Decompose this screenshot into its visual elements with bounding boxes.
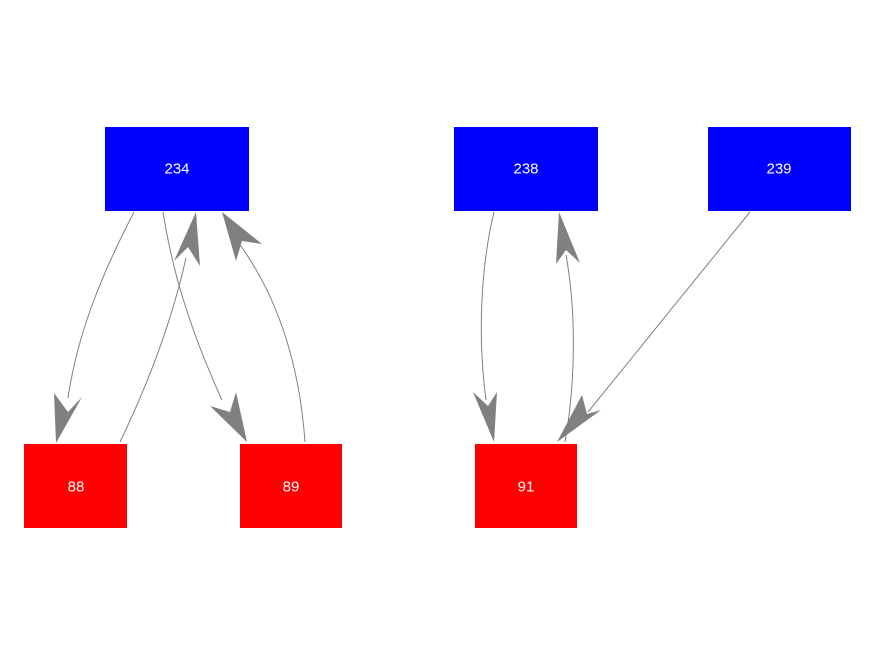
node-label: 91 [518, 479, 535, 496]
edge-239-to-91 [557, 211, 751, 442]
node-91: 91 [475, 444, 577, 528]
node-88: 88 [24, 444, 127, 528]
node-label: 234 [164, 161, 189, 178]
node-label: 239 [766, 161, 791, 178]
arrowhead [222, 212, 262, 261]
node-239: 239 [708, 127, 851, 211]
nodes: 234 238 239 88 89 91 [24, 127, 851, 528]
node-89: 89 [240, 444, 342, 528]
node-234: 234 [105, 127, 249, 211]
arrowhead [557, 395, 601, 442]
arrowhead [54, 393, 82, 443]
edge-234-to-88 [54, 211, 135, 443]
arrowhead [556, 212, 580, 264]
node-label: 89 [283, 479, 300, 496]
arrowhead [473, 392, 497, 442]
arrowhead [174, 212, 200, 266]
node-label: 238 [513, 161, 538, 178]
node-label: 88 [68, 479, 85, 496]
arrowhead [210, 392, 247, 442]
edge-89-to-234 [222, 212, 306, 443]
edge-234-to-89 [162, 211, 247, 442]
edge-238-to-91 [473, 211, 497, 442]
node-238: 238 [454, 127, 598, 211]
edge-91-to-238 [556, 212, 580, 443]
edge-88-to-234 [119, 212, 200, 443]
edges [54, 211, 751, 443]
